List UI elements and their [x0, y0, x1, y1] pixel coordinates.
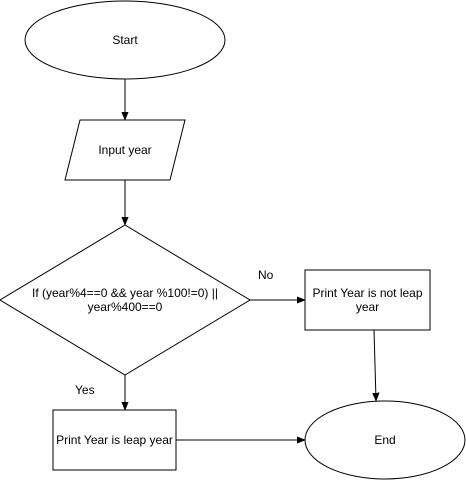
not-leap-label-line2: year — [355, 300, 380, 314]
not-leap-label: Print Year is not leap year — [305, 270, 430, 330]
end-label: End — [374, 433, 396, 447]
edge-not-leap-to-end — [374, 329, 376, 400]
condition-label: If (year%4==0 && year %100!=0) || year%4… — [0, 280, 250, 320]
input-node — [64, 119, 186, 181]
start-label: Start — [112, 33, 138, 47]
not-leap-label-line1: Print Year is not leap — [312, 286, 423, 300]
edge-label-yes: Yes — [75, 383, 95, 397]
leap-label: Print Year is leap year — [56, 433, 173, 447]
edge-label-no: No — [258, 268, 274, 282]
condition-label-line2: year%400==0 — [87, 300, 163, 314]
leap-node — [52, 409, 177, 471]
condition-label-line1: If (year%4==0 && year %100!=0) || — [32, 286, 218, 300]
input-label: Input year — [98, 143, 152, 157]
end-node — [304, 400, 466, 480]
not-leap-node — [304, 269, 431, 331]
